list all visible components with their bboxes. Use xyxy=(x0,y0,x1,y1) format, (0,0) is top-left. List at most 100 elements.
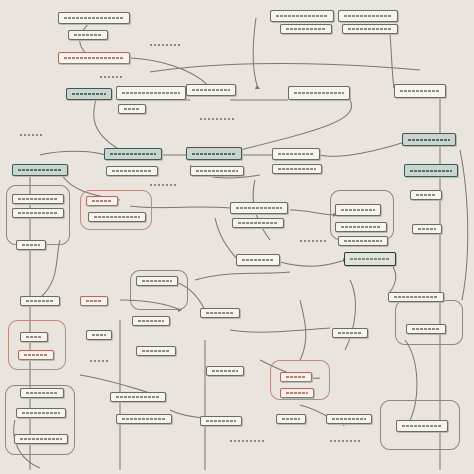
box-text-placeholder xyxy=(394,296,438,298)
box-text-placeholder xyxy=(212,370,238,372)
box-text-placeholder xyxy=(206,420,236,422)
box-text-placeholder xyxy=(242,259,274,261)
connector xyxy=(239,99,352,151)
box-text-placeholder xyxy=(276,15,328,17)
box-text-placeholder xyxy=(294,92,344,94)
diagram-box xyxy=(110,392,166,402)
diagram-box xyxy=(12,194,64,204)
box-text-placeholder xyxy=(26,300,54,302)
diagram-box xyxy=(332,328,368,338)
connector xyxy=(252,17,259,89)
diagram-box xyxy=(86,196,118,206)
connector xyxy=(129,205,231,209)
box-text-placeholder xyxy=(138,320,164,322)
box-text-placeholder xyxy=(22,244,40,246)
diagram-box xyxy=(58,12,130,24)
diagram-box xyxy=(86,330,112,340)
diagram-box xyxy=(276,414,306,424)
diagram-box xyxy=(335,204,381,216)
box-text-placeholder xyxy=(344,15,392,17)
diagram-box xyxy=(338,236,388,246)
box-text-placeholder xyxy=(338,332,362,334)
box-text-placeholder xyxy=(142,280,172,282)
diagram-box xyxy=(66,88,112,100)
diagram-box xyxy=(230,202,288,214)
diagram-box xyxy=(20,296,60,306)
diagram-box xyxy=(412,224,442,234)
diagram-box xyxy=(404,164,458,177)
diagram-box xyxy=(388,292,444,302)
group-outline xyxy=(5,385,75,455)
connector xyxy=(93,99,121,151)
diagram-box xyxy=(270,10,334,22)
connector xyxy=(459,149,469,301)
diagram-box xyxy=(58,52,130,64)
connector xyxy=(279,259,346,267)
connector xyxy=(289,209,336,216)
box-text-placeholder xyxy=(110,153,156,155)
box-text-placeholder xyxy=(206,312,234,314)
diagram-box xyxy=(288,86,350,100)
diagram-box xyxy=(12,164,68,176)
box-text-placeholder xyxy=(122,418,166,420)
diagram-box xyxy=(136,276,178,286)
diagram-box xyxy=(68,30,108,40)
box-text-placeholder xyxy=(341,226,381,228)
group-outline xyxy=(380,400,460,450)
box-text-placeholder xyxy=(286,376,306,378)
diagram-box xyxy=(200,416,242,426)
connector xyxy=(404,339,418,421)
box-text-placeholder xyxy=(350,258,390,260)
box-text-placeholder xyxy=(400,90,440,92)
connector-label xyxy=(300,240,326,242)
box-text-placeholder xyxy=(286,28,326,30)
diagram-box xyxy=(116,414,172,424)
diagram-box xyxy=(186,84,236,96)
box-text-placeholder xyxy=(74,34,102,36)
diagram-box xyxy=(406,324,446,334)
diagram-box xyxy=(396,420,448,432)
connector xyxy=(344,279,356,351)
diagram-box xyxy=(344,252,396,266)
connector xyxy=(39,150,106,156)
diagram-box xyxy=(132,316,170,326)
connector xyxy=(319,141,406,157)
connector-label xyxy=(150,184,178,186)
box-text-placeholder xyxy=(116,396,160,398)
box-text-placeholder xyxy=(238,222,278,224)
box-text-placeholder xyxy=(142,350,170,352)
diagram-box xyxy=(20,388,64,398)
box-text-placeholder xyxy=(112,170,152,172)
box-text-placeholder xyxy=(26,336,42,338)
diagram-box xyxy=(20,332,48,342)
diagram-box xyxy=(18,350,54,360)
connector xyxy=(119,299,181,311)
group-outline xyxy=(130,270,188,310)
box-text-placeholder xyxy=(332,418,366,420)
diagram-box xyxy=(272,164,322,174)
box-text-placeholder xyxy=(26,392,58,394)
box-text-placeholder xyxy=(408,138,450,141)
connector xyxy=(389,33,395,89)
diagram-box xyxy=(16,408,66,418)
diagram-box xyxy=(335,222,387,232)
box-text-placeholder xyxy=(416,194,436,196)
connector-label xyxy=(230,440,264,442)
diagram-box xyxy=(338,10,398,22)
diagram-box xyxy=(190,166,244,176)
diagram-box xyxy=(236,254,280,266)
diagram-box xyxy=(186,147,242,160)
diagram-box xyxy=(326,414,372,424)
diagram-box xyxy=(16,240,46,250)
box-text-placeholder xyxy=(92,334,106,336)
diagram-box xyxy=(402,133,456,146)
box-text-placeholder xyxy=(124,108,140,110)
box-text-placeholder xyxy=(286,392,308,394)
box-text-placeholder xyxy=(20,438,62,440)
diagram-box xyxy=(200,308,240,318)
diagram-box xyxy=(14,434,68,444)
diagram-box xyxy=(88,212,146,222)
diagram-box xyxy=(104,148,162,160)
connector xyxy=(214,217,237,259)
